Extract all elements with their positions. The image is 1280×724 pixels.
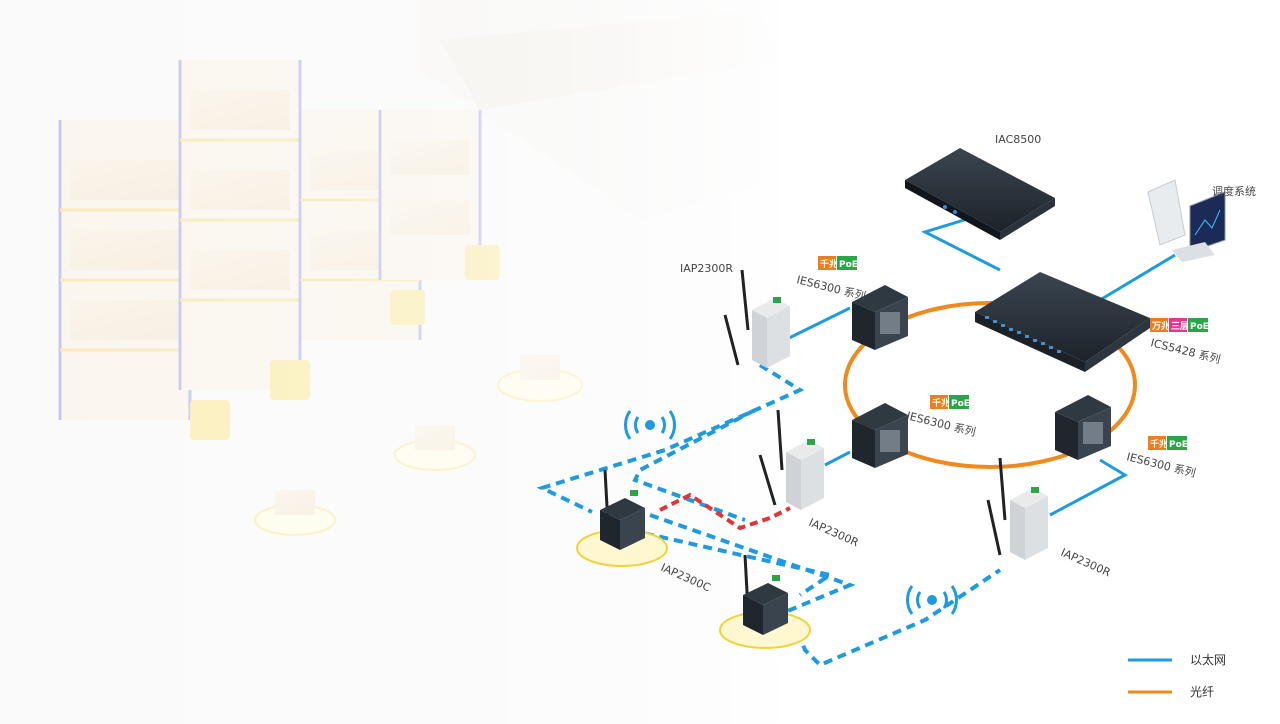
wireless-path-client-1 (632, 408, 756, 522)
iap2300r-right-label: IAP2300R (1059, 546, 1113, 580)
ies6300-switch-mid (852, 403, 908, 468)
legend: 以太网 光纤 (1128, 652, 1226, 699)
link-core-dispatch (1099, 253, 1176, 302)
ies6300-right-badges: 千兆 PoE (1148, 436, 1188, 450)
warehouse-background (0, 0, 800, 724)
ies6300-switch-top (852, 285, 908, 350)
iac8500-device (905, 148, 1055, 240)
link-sw-mid-ap-mid (824, 450, 851, 467)
iap2300c-agv-1 (576, 469, 668, 567)
iap2300r-mid-label: IAP2300R (807, 516, 861, 550)
ies6300-mid-label: IES6300 系列 (905, 408, 977, 439)
wireless-path-ap-top (536, 363, 805, 514)
wireless-links (536, 363, 1002, 668)
ics5428-badges: 万兆 三层 PoE (1150, 318, 1209, 332)
svg-text:三层: 三层 (1171, 321, 1189, 332)
link-sw-right-ap-right (1049, 458, 1129, 517)
ics5428-label: ICS5428 系列 (1149, 335, 1222, 366)
ies6300-right-label: IES6300 系列 (1125, 449, 1197, 480)
ies6300-top-label: IES6300 系列 (795, 272, 867, 303)
iap2300r-top-label: IAP2300R (680, 262, 733, 275)
ies6300-mid-badges: 千兆 PoE (930, 395, 970, 409)
svg-text:以太网: 以太网 (1190, 652, 1226, 667)
wireless-path-client-3 (629, 528, 835, 597)
legend-item-fiber: 光纤 (1128, 685, 1214, 699)
iap2300r-ap-top (723, 269, 790, 368)
dispatch-computer-icon (1147, 179, 1226, 262)
svg-text:PoE: PoE (1169, 440, 1188, 450)
svg-text:光纤: 光纤 (1190, 685, 1214, 699)
iac8500-label: IAC8500 (995, 133, 1041, 146)
svg-text:PoE: PoE (1190, 322, 1209, 332)
dispatch-label: 调度系统 (1212, 184, 1256, 198)
svg-text:千兆: 千兆 (820, 258, 838, 270)
wifi-signal-icon (623, 410, 677, 440)
iap2300r-ap-right (986, 457, 1048, 560)
ies6300-top-badges: 千兆 PoE (818, 256, 858, 270)
svg-text:PoE: PoE (951, 399, 970, 409)
roaming-link (659, 492, 791, 531)
wifi-signal-icon (905, 585, 959, 615)
svg-text:PoE: PoE (839, 260, 858, 270)
ics5428-core-switch (975, 272, 1150, 372)
iap2300r-ap-mid (758, 409, 824, 510)
wireless-path-client-2 (649, 513, 1002, 668)
link-sw-top-ap-top (784, 306, 851, 342)
svg-text:万兆: 万兆 (1151, 320, 1170, 332)
svg-text:千兆: 千兆 (932, 397, 950, 409)
legend-item-ethernet: 以太网 (1128, 652, 1226, 667)
iap2300c-agv-2 (719, 554, 811, 649)
svg-text:千兆: 千兆 (1150, 438, 1168, 450)
ies6300-switch-right (1055, 395, 1111, 460)
